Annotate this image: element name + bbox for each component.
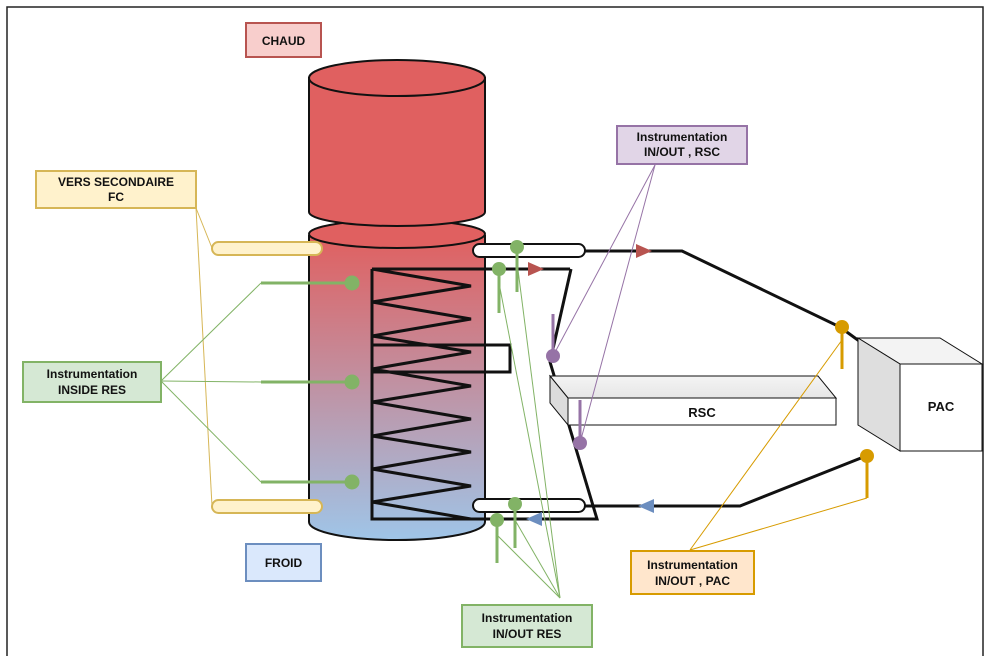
label-chaud: CHAUD [245,22,322,58]
connector-lines [160,164,868,599]
hot-flow-arrow [636,244,652,258]
res-out-sensor-pipe [510,240,524,254]
label-instr-rsc: Instrumentation IN/OUT , RSC [616,125,748,165]
rsc-unit: RSC [548,374,838,427]
outer-frame [6,6,984,658]
rsc-out-sensor [573,436,587,450]
label-instr-inside: Instrumentation INSIDE RES [22,361,162,403]
rsc-in-sensor [546,349,560,363]
label-vers-secondaire: VERS SECONDAIRE FC [35,170,197,209]
pac-pipes [472,243,867,526]
instr-pac-text-1: Instrumentation [647,558,738,572]
froid-text: FROID [265,556,303,570]
instr-res-text-1: Instrumentation [482,611,573,625]
label-instr-pac: Instrumentation IN/OUT , PAC [630,550,755,595]
coil-flow-arrow [528,262,544,276]
green-inside-sensors [261,275,360,490]
inside-sensor-middle [344,374,360,390]
instr-res-text-2: IN/OUT RES [493,627,562,641]
res-in-sensor-pipe [508,497,522,511]
secondary-pipes [211,241,323,514]
label-froid: FROID [245,543,322,582]
pac-label: PAC [928,399,955,414]
instr-rsc-text-2: IN/OUT , RSC [644,145,720,159]
purple-rsc-sensors [546,314,587,450]
chaud-text: CHAUD [262,34,306,48]
instr-pac-text-2: IN/OUT , PAC [655,574,730,588]
vers-secondaire-text-2: FC [108,190,124,204]
pac-in-sensor [835,320,849,334]
pac-out-sensor [860,449,874,463]
res-out-sensor-coil [492,262,506,276]
coil-return-arrow [526,512,542,526]
secondary-pipe-bottom [211,499,323,514]
rsc-label: RSC [688,405,716,420]
label-instr-res: Instrumentation IN/OUT RES [461,604,593,648]
cold-flow-arrow [638,499,654,513]
inside-sensor-top [344,275,360,291]
orange-pac-sensors [835,320,874,498]
instr-inside-text-1: Instrumentation [47,367,138,381]
green-inout-sensors [490,240,524,563]
pac-pipe-bottom [472,498,586,513]
pac-unit: PAC [856,337,984,452]
pac-pipe-top [472,243,586,258]
instr-inside-text-2: INSIDE RES [58,383,126,397]
vers-secondaire-text-1: VERS SECONDAIRE [58,175,174,189]
inside-sensor-bottom [344,474,360,490]
storage-tank [308,59,486,541]
instr-rsc-text-1: Instrumentation [637,130,728,144]
secondary-pipe-top [211,241,323,256]
res-in-sensor-coil [490,513,504,527]
